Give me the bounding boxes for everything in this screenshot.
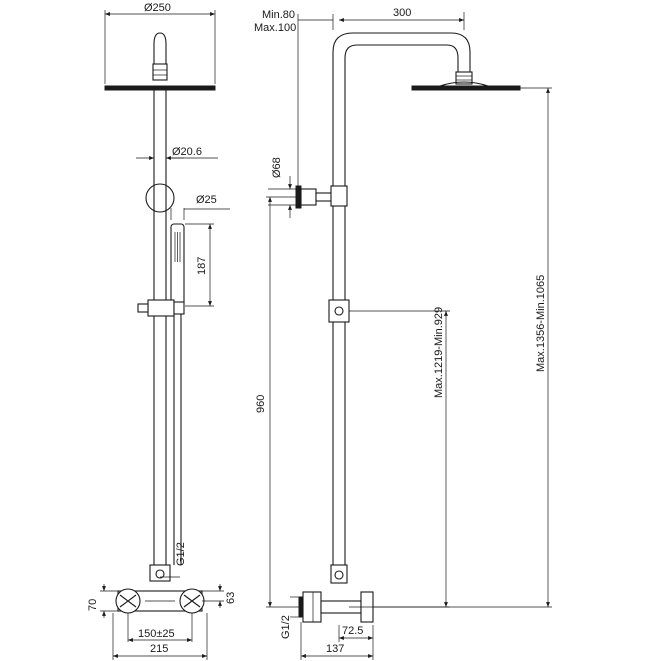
front-shower-head (104, 32, 216, 91)
dim-hand-shower-diameter-label: Ø25 (196, 194, 217, 206)
dim-overall-height-label: Max.1356-Min.1065 (535, 275, 547, 372)
side-mixer-body (298, 564, 374, 623)
dim-wall-distance-min-label: Min.80 (262, 9, 295, 21)
dim-body-depth: 137 (300, 622, 374, 660)
dim-hand-shower-diameter: Ø25 (170, 194, 230, 220)
dim-arm-reach-label: 300 (393, 7, 411, 19)
dim-inlet-offset: 63 (202, 584, 237, 608)
dim-inlet-thread-front: G1/2 (160, 542, 187, 578)
dim-inlet-thread-side-label: G1/2 (280, 615, 292, 639)
dim-wall-distance: Min.80 Max.100 (254, 9, 334, 186)
front-hand-shower-holder (145, 183, 175, 213)
dim-spout-depth-label: 72.5 (342, 625, 363, 637)
dim-overall-width: 215 (112, 613, 208, 660)
dim-arm-reach: 300 (339, 7, 465, 30)
dim-bracket-height-label: 960 (255, 395, 267, 413)
dim-riser-diameter: Ø20.6 (136, 146, 218, 160)
front-mixer-body (115, 564, 205, 614)
dim-overall-width-label: 215 (150, 643, 168, 655)
dim-body-height: 70 (87, 584, 118, 618)
front-slider-bracket (137, 299, 185, 317)
dim-body-height-label: 70 (87, 599, 99, 611)
dim-hand-shower-length: 187 (185, 223, 214, 307)
dim-inlet-centres: 150±25 (127, 613, 193, 642)
side-shower-head (411, 81, 521, 91)
dim-wall-distance-max-label: Max.100 (254, 22, 296, 34)
dim-body-depth-label: 137 (326, 643, 344, 655)
dim-riser-adjust: Max.1219-Min.929 (349, 307, 450, 608)
dim-head-diameter-label: Ø250 (144, 2, 171, 14)
dim-bracket-height: 960 (255, 196, 300, 608)
dim-spout-depth: 72.5 (338, 625, 374, 642)
side-view: Min.80 Max.100 300 Ø68 960 (254, 7, 552, 660)
dim-riser-adjust-label: Max.1219-Min.929 (433, 307, 445, 398)
dim-head-diameter: Ø250 (104, 2, 216, 84)
dim-riser-diameter-label: Ø20.6 (172, 146, 202, 158)
front-hand-shower (170, 223, 185, 565)
dim-hand-shower-length-label: 187 (196, 257, 208, 275)
dim-inlet-centres-label: 150±25 (138, 628, 175, 640)
dim-inlet-offset-label: 63 (225, 592, 237, 604)
dim-inlet-thread-side: G1/2 (280, 596, 299, 639)
dim-bracket-diameter: Ø68 (268, 157, 301, 218)
dim-overall-height: Max.1356-Min.1065 (373, 87, 552, 608)
side-riser-and-arm (332, 32, 473, 565)
front-view: Ø250 Ø20.6 Ø25 187 G1/2 (87, 2, 237, 660)
side-wall-bracket (295, 185, 348, 209)
front-riser-pipe (153, 90, 167, 565)
side-slider (328, 299, 350, 323)
dim-bracket-diameter-label: Ø68 (271, 157, 283, 178)
dim-inlet-thread-front-label: G1/2 (175, 542, 187, 566)
